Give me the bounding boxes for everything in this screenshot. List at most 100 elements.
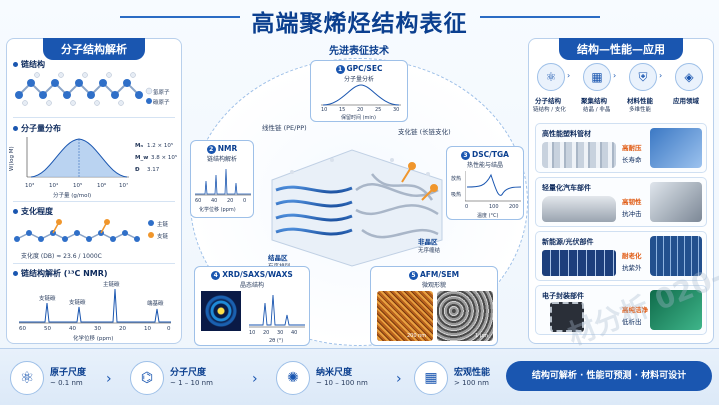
app-name: 高性能塑料管材 — [542, 130, 591, 138]
scale-macro-title: 宏观性能 — [454, 368, 491, 378]
gpc-tick-25: 25 — [375, 107, 382, 113]
chain-molecule-illustration — [15, 72, 153, 106]
label-crystal-region: 结晶区 — [268, 254, 288, 262]
gpc-subtitle: 分子量分析 — [343, 76, 374, 83]
aggregate-structure-icon: ▦ — [583, 63, 611, 91]
mwd-stat-mw-key: M_w — [135, 155, 149, 161]
divider — [13, 201, 175, 202]
left-panel-header: 分子结构解析 — [43, 38, 145, 60]
shield-icon: ⛨ — [629, 63, 657, 91]
nmr-number: 2 — [206, 144, 216, 154]
flow-arrow-1: › — [567, 71, 571, 80]
afm-number: 5 — [408, 270, 418, 280]
nmr13-tick-50: 50 — [44, 326, 51, 332]
scale-arrow-3: › — [396, 371, 402, 387]
dsc-tick-100: 100 — [489, 204, 499, 210]
app-row-automotive: 轻量化汽车部件 高韧性 抗冲击 — [535, 177, 707, 227]
title-rule-left — [120, 16, 240, 18]
afm-subtitle: 微观形貌 — [421, 282, 446, 289]
nmr-tick-20: 20 — [227, 198, 234, 204]
nmr13-label-2: 支链碳 — [69, 300, 86, 306]
chip-image — [550, 302, 584, 332]
app-prop: 高韧性 — [622, 198, 642, 206]
app-prop: 抗冲击 — [622, 210, 642, 218]
gpc-xlabel: 保留时间 (min) — [341, 115, 376, 121]
nmr13-xlabel: 化学位移 (ppm) — [73, 336, 114, 342]
nmr13-spectrum — [19, 288, 171, 324]
circuit-board-image — [650, 290, 702, 330]
nmr-tick-0: 0 — [243, 198, 247, 204]
mwd-curve-chart — [26, 137, 129, 178]
gpc-tick-15: 15 — [339, 107, 346, 113]
xrd-number: 4 — [211, 270, 221, 280]
gpc-tick-10: 10 — [321, 107, 328, 113]
xrd-tick-30: 30 — [277, 330, 284, 336]
mwd-title: 分子量分布 — [13, 123, 61, 134]
afm-scale-bar: 200 nm — [407, 333, 427, 339]
dsc-ylabel-top: 放热 — [451, 176, 462, 182]
app-row-electronics: 电子封装部件 高纯洁净 低析出 — [535, 285, 707, 335]
flow-step-1-sub: 链结构 / 支化 — [533, 107, 566, 113]
dsc-subtitle: 热性能与结晶 — [466, 162, 503, 169]
atom-icon: ⚛ — [10, 361, 44, 395]
right-panel: 结构—性能—应用 ⚛ ▦ ⛨ ◈ › › › 分子结构 链结构 / 支化 聚集结… — [528, 38, 714, 344]
page-title: 高端聚烯烃结构表征 — [251, 11, 468, 37]
chain-title: 链结构 — [13, 59, 45, 70]
legend-c-label: 碳原子 — [153, 100, 170, 106]
car-image — [650, 182, 702, 222]
structure-property-flow: ⚛ ▦ ⛨ ◈ › › › 分子结构 链结构 / 支化 聚集结构 结晶 / 非晶… — [533, 61, 711, 117]
app-prop: 高纯洁净 — [622, 306, 648, 314]
mwd-tick-2: 10⁴ — [49, 183, 59, 189]
app-name: 轻量化汽车部件 — [542, 184, 591, 192]
nmr13-tick-60: 60 — [19, 326, 26, 332]
mwd-stat-mw: 3.8 × 10⁵ — [151, 155, 178, 161]
nmr13-title: 链结构解析 (¹³C NMR) — [13, 268, 108, 279]
pipe-scene-image — [650, 128, 702, 168]
app-prop: 长寿命 — [622, 156, 642, 164]
xrd-subtitle: 晶态结构 — [239, 282, 264, 289]
branch-chain-illustration — [14, 219, 140, 242]
nano-network-icon: ✺ — [276, 361, 310, 395]
nmr13-tick-10: 10 — [144, 326, 151, 332]
flow-arrow-3: › — [659, 71, 663, 80]
flow-step-2-sub: 结晶 / 非晶 — [583, 107, 611, 113]
mwd-stat-mn-key: Mₙ — [135, 143, 143, 149]
flow-step-3: 材料性能 — [627, 97, 653, 105]
solar-panel-image — [542, 250, 616, 276]
nmr13-label-1: 支链碳 — [39, 296, 56, 302]
gpc-chart — [321, 84, 401, 106]
center-header: 先进表征技术 — [329, 46, 389, 57]
branch-legend-dots — [148, 220, 154, 238]
molecule-icon: ⌬ — [130, 361, 164, 395]
mwd-tick-4: 10⁶ — [97, 183, 107, 189]
flow-step-3-sub: 多维性能 — [629, 107, 652, 113]
xrd-tick-20: 20 — [263, 330, 270, 336]
nmr13-tick-30: 30 — [94, 326, 101, 332]
xrd-chart — [249, 294, 305, 328]
nmr13-tick-20: 20 — [119, 326, 126, 332]
divider — [13, 117, 175, 118]
nmr13-label-4: 端基碳 — [147, 301, 164, 307]
right-panel-header: 结构—性能—应用 — [559, 38, 683, 60]
app-row-pipe: 高性能塑料管材 高耐压 长寿命 — [535, 123, 707, 173]
scale-arrow-1: › — [106, 371, 112, 387]
app-prop: 耐老化 — [622, 252, 642, 260]
nmr-tick-60: 60 — [195, 198, 202, 204]
nmr13-tick-0: 0 — [167, 326, 171, 332]
nmr-chart — [195, 168, 251, 196]
scale-macro: ▦ 宏观性能 > 100 nm — [414, 359, 544, 395]
summary-banner: 结构可解析 · 性能可预测 · 材料可设计 — [506, 361, 712, 391]
bumper-image — [542, 196, 616, 222]
molecule-icon: ⚛ — [537, 63, 565, 91]
label-linear-chain: 线性链 (PE/PP) — [262, 124, 307, 132]
app-row-solar: 新能源/光伏部件 耐老化 抗紫外 — [535, 231, 707, 281]
mwd-xlabel: 分子量 (g/mol) — [53, 193, 92, 199]
gpc-tick-20: 20 — [357, 107, 364, 113]
polymer-network-illustration — [271, 149, 443, 267]
